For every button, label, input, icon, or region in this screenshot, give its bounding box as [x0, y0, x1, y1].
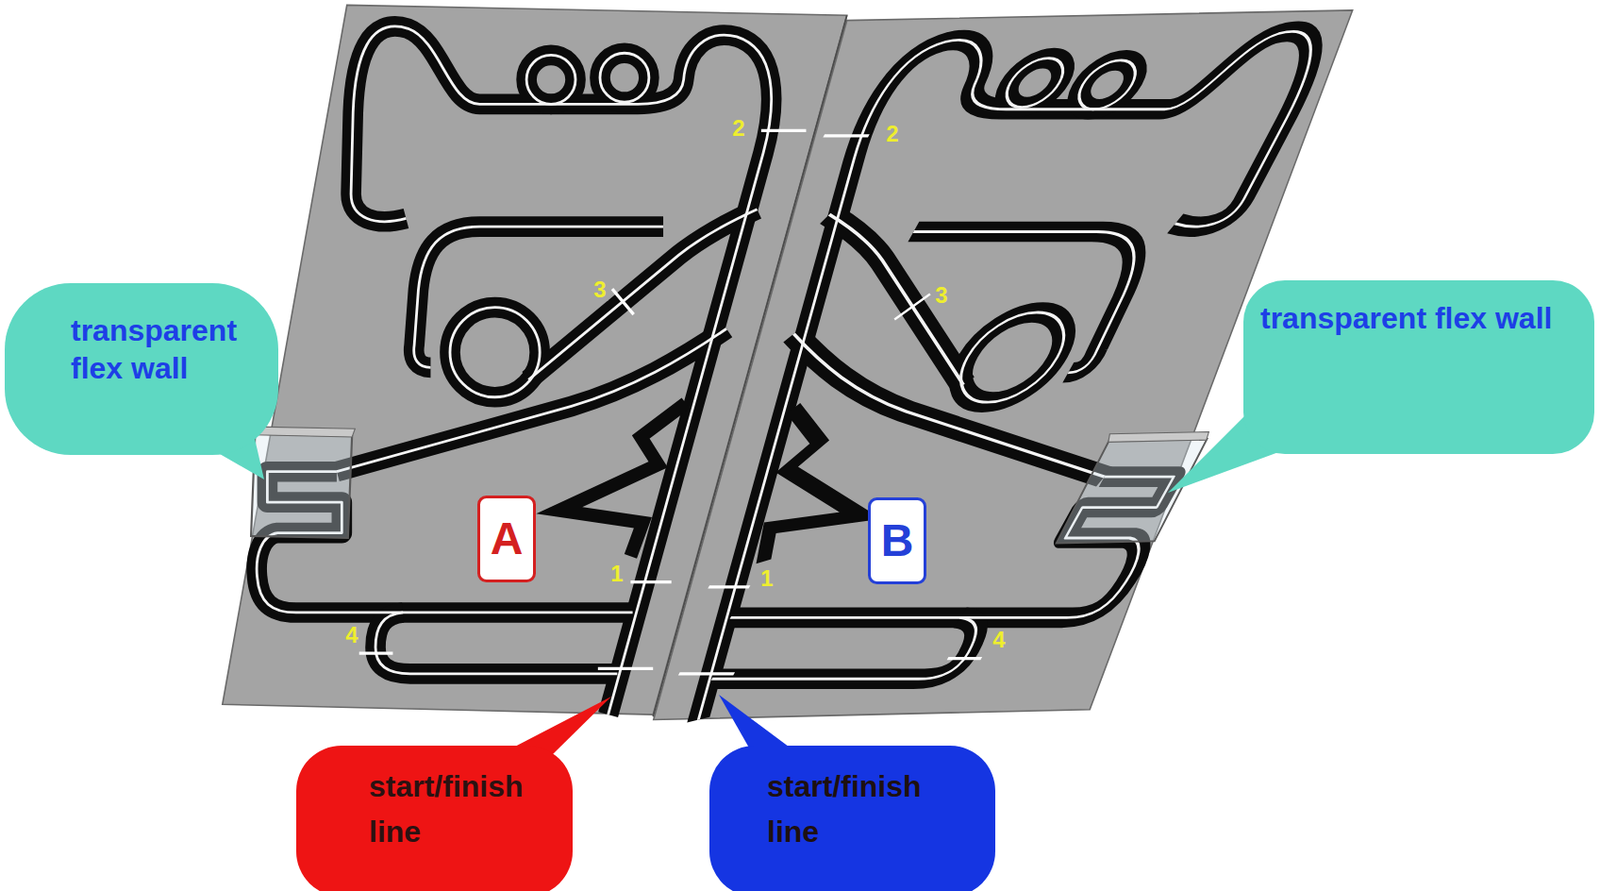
callout-number: 3 [933, 283, 950, 307]
board-seam [652, 15, 848, 717]
checkpoint-line [612, 288, 634, 315]
callout-number: 2 [730, 116, 747, 140]
node-text: B [881, 516, 915, 567]
callout-number: 1 [758, 566, 775, 590]
node-outline [709, 745, 996, 891]
node-outline-shape [479, 497, 535, 582]
board-letter-box: B [867, 497, 927, 584]
flex-wall-top [254, 426, 355, 437]
zigzag-obstacle [559, 402, 686, 556]
node-outline-shape [296, 745, 573, 891]
callout-bubble: start/finish line [296, 745, 573, 891]
node-outline-shape [4, 283, 279, 455]
callout-bubble: transparent flex wall [4, 283, 279, 455]
callout-number: 2 [883, 122, 900, 146]
node-text: A [490, 514, 524, 565]
node-text: transparent flex wall [1260, 299, 1552, 337]
callout-bubble: transparent flex wall [1243, 280, 1595, 454]
node-text: start/finish line [766, 763, 956, 854]
checkpoint-line [761, 129, 807, 133]
checkpoint-line [630, 580, 671, 584]
flex-wall [250, 433, 352, 538]
callout-number: 1 [608, 562, 625, 585]
node-outline-shape [1243, 280, 1595, 454]
checkpoint-line [359, 651, 394, 655]
node-text: start/finish line [368, 763, 558, 854]
callout-number: 3 [591, 278, 608, 301]
start-line [598, 666, 653, 670]
node-outline-shape [869, 499, 926, 584]
callout-number: 4 [343, 623, 360, 647]
node-outline-shape [709, 745, 996, 891]
callout-number: 4 [990, 628, 1007, 651]
node-text: transparent flex wall [70, 311, 237, 387]
node-outline [296, 745, 573, 891]
callout-tail [718, 694, 793, 750]
board-letter-box: A [477, 495, 536, 583]
callout-bubble: start/finish line [709, 745, 996, 891]
